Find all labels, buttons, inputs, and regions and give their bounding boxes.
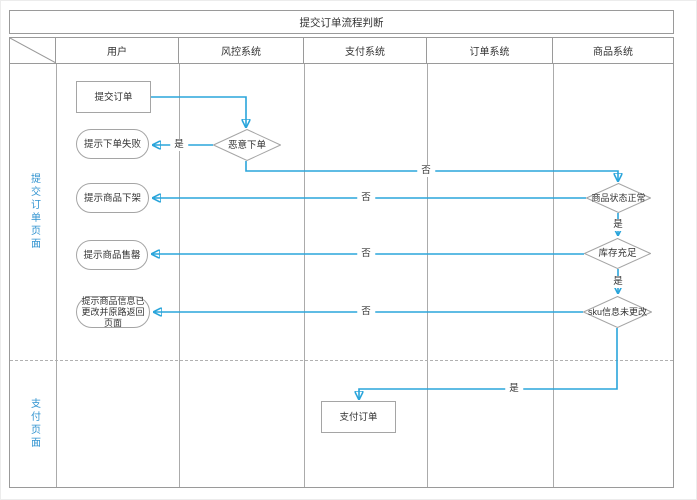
lane-column-user: 用户 [56, 38, 179, 63]
node-label: 提示商品下架 [83, 192, 141, 204]
node-label: 提交订单 [94, 91, 133, 103]
node-product-status-decision: 商品状态正常 [586, 183, 651, 213]
edge-label-yes-1: 是 [170, 139, 188, 151]
edge-label-no-1: 否 [417, 165, 435, 177]
corner-diagonal [10, 38, 56, 63]
lane-divider [179, 64, 180, 487]
diamond-shape [583, 296, 652, 328]
edge-label-yes-4: 是 [505, 383, 523, 395]
edge-label-yes-2: 是 [609, 219, 627, 231]
node-submit-order: 提交订单 [76, 81, 151, 113]
node-label: 提示下单失败 [83, 138, 141, 150]
node-sku-unchanged-decision: sku信息未更改 [583, 296, 652, 328]
node-label: 提示商品售罄 [83, 249, 141, 261]
lane-divider [56, 64, 57, 487]
lane-column-product-system: 商品系统 [593, 47, 633, 58]
diamond-shape [584, 238, 651, 269]
lane-header-row: 用户 风控系统 支付系统 订单系统 商品系统 [10, 38, 673, 64]
lane-divider [553, 64, 554, 487]
node-malicious-order-decision: 恶意下单 [213, 129, 281, 161]
row-divider-dashed [10, 360, 673, 361]
lane-row-submit-order-page: 提交订单页面 [28, 173, 40, 251]
lane-corner-cell [10, 38, 56, 63]
edge-label-yes-3: 是 [609, 276, 627, 288]
edge-label-no-4: 否 [357, 306, 375, 318]
node-label: 支付订单 [339, 411, 378, 423]
edge-label-no-2: 否 [357, 192, 375, 204]
edge-label-no-3: 否 [357, 248, 375, 260]
lane-divider [304, 64, 305, 487]
node-label: 恶意下单 [227, 139, 266, 151]
node-soldout-notice: 提示商品售罄 [76, 240, 148, 270]
diamond-shape [213, 129, 281, 161]
node-label: sku信息未更改 [587, 306, 647, 317]
node-label: 提示商品信息已更改并原路返回页面 [81, 295, 145, 328]
diamond-shape [586, 183, 651, 213]
lane-column-order-system: 订单系统 [427, 38, 553, 63]
lane-column-risk-system: 风控系统 [179, 38, 304, 63]
node-info-changed-notice: 提示商品信息已更改并原路返回页面 [76, 296, 150, 328]
lane-row-pay-page: 支付页面 [28, 398, 40, 450]
node-product-offshelf-notice: 提示商品下架 [76, 183, 149, 213]
node-order-fail-notice: 提示下单失败 [76, 129, 149, 159]
node-stock-decision: 库存充足 [584, 238, 651, 269]
node-label: 商品状态正常 [591, 192, 646, 203]
node-pay-order: 支付订单 [321, 401, 396, 433]
node-label: 库存充足 [598, 248, 637, 259]
lane-divider [427, 64, 428, 487]
page-title: 提交订单流程判断 [9, 10, 674, 34]
lane-column-pay-system: 支付系统 [304, 38, 427, 63]
